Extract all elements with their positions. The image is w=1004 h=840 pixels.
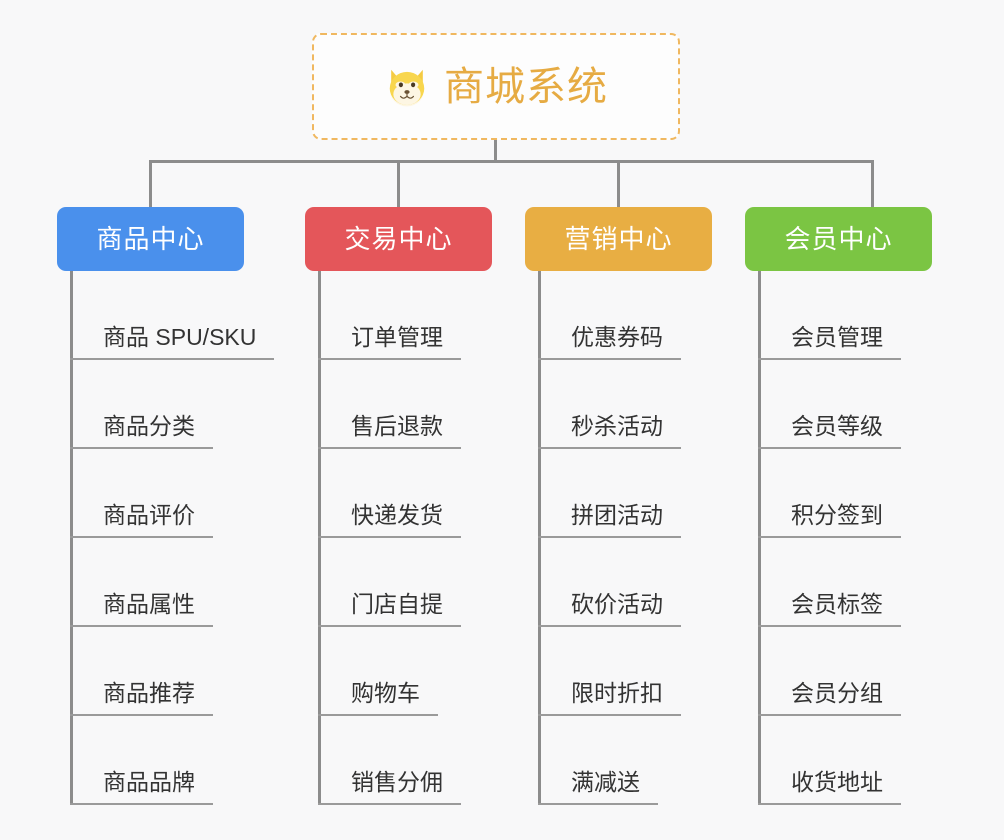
- leaf-label: 商品属性: [103, 591, 195, 618]
- leaf-item[interactable]: 会员管理: [758, 271, 901, 360]
- leaf-label: 会员管理: [791, 324, 883, 351]
- leaf-underline: 商品品牌: [70, 768, 213, 805]
- leaf-item[interactable]: 秒杀活动: [538, 360, 681, 449]
- leaf-underline: 拼团活动: [538, 501, 681, 538]
- leaf-item[interactable]: 会员分组: [758, 627, 901, 716]
- category-column-products: 商品中心 商品 SPU/SKU 商品分类 商品评价 商品属性: [57, 207, 275, 805]
- leaf-item[interactable]: 积分签到: [758, 449, 901, 538]
- leaf-label: 会员分组: [791, 680, 883, 707]
- leaf-label: 订单管理: [351, 324, 443, 351]
- leaf-item[interactable]: 满减送: [538, 716, 658, 805]
- leaf-label: 会员等级: [791, 413, 883, 440]
- category-column-trade: 交易中心 订单管理 售后退款 快递发货 门店自提: [305, 207, 492, 805]
- category-header-member[interactable]: 会员中心: [745, 207, 932, 271]
- connector-drop-2: [397, 160, 400, 207]
- category-label: 会员中心: [784, 224, 893, 254]
- shiba-dog-face-icon: [384, 64, 430, 110]
- leaf-underline: 购物车: [318, 679, 438, 716]
- root-title: 商城系统: [444, 64, 608, 109]
- leaf-item[interactable]: 购物车: [318, 627, 438, 716]
- connector-drop-4: [871, 160, 874, 207]
- connector-drop-1: [149, 160, 152, 207]
- category-label: 营销中心: [564, 224, 673, 254]
- category-header-products[interactable]: 商品中心: [57, 207, 244, 271]
- leaf-label: 收货地址: [791, 769, 883, 796]
- category-label: 商品中心: [96, 224, 205, 254]
- leaf-underline: 会员等级: [758, 412, 901, 449]
- leaf-underline: 商品分类: [70, 412, 213, 449]
- leaf-label: 会员标签: [791, 591, 883, 618]
- leaf-item[interactable]: 砍价活动: [538, 538, 681, 627]
- leaf-underline: 优惠券码: [538, 323, 681, 360]
- leaf-item[interactable]: 商品属性: [70, 538, 213, 627]
- leaf-label: 积分签到: [791, 502, 883, 529]
- leaf-item[interactable]: 商品分类: [70, 360, 213, 449]
- leaf-label: 快递发货: [351, 502, 443, 529]
- category-header-marketing[interactable]: 营销中心: [525, 207, 712, 271]
- leaf-label: 砍价活动: [571, 591, 663, 618]
- leaf-underline: 积分签到: [758, 501, 901, 538]
- leaf-label: 商品品牌: [103, 769, 195, 796]
- leaf-item[interactable]: 订单管理: [318, 271, 461, 360]
- leaf-underline: 销售分佣: [318, 768, 461, 805]
- leaf-underline: 限时折扣: [538, 679, 681, 716]
- category-column-member: 会员中心 会员管理 会员等级 积分签到 会员标签: [745, 207, 932, 805]
- leaf-underline: 订单管理: [318, 323, 461, 360]
- leaf-label: 优惠券码: [571, 324, 663, 351]
- leaf-underline: 会员标签: [758, 590, 901, 627]
- leaf-item[interactable]: 商品评价: [70, 449, 213, 538]
- leaf-item[interactable]: 售后退款: [318, 360, 461, 449]
- leaf-label: 销售分佣: [351, 769, 443, 796]
- leaf-label: 拼团活动: [571, 502, 663, 529]
- category-spine: [538, 271, 541, 805]
- leaf-underline: 商品推荐: [70, 679, 213, 716]
- category-spine: [70, 271, 73, 805]
- leaf-underline: 砍价活动: [538, 590, 681, 627]
- leaf-item[interactable]: 优惠券码: [538, 271, 681, 360]
- leaf-label: 秒杀活动: [571, 413, 663, 440]
- leaf-underline: 快递发货: [318, 501, 461, 538]
- leaf-underline: 收货地址: [758, 768, 901, 805]
- leaf-item[interactable]: 快递发货: [318, 449, 461, 538]
- leaf-item[interactable]: 拼团活动: [538, 449, 681, 538]
- leaf-label: 门店自提: [351, 591, 443, 618]
- leaf-label: 购物车: [351, 680, 420, 707]
- leaf-label: 商品评价: [103, 502, 195, 529]
- leaf-underline: 会员管理: [758, 323, 901, 360]
- category-spine: [758, 271, 761, 805]
- leaf-item[interactable]: 收货地址: [758, 716, 901, 805]
- leaf-underline: 售后退款: [318, 412, 461, 449]
- connector-drop-3: [617, 160, 620, 207]
- connector-root-stem: [494, 140, 497, 163]
- leaf-label: 满减送: [571, 769, 640, 796]
- leaf-label: 商品推荐: [103, 680, 195, 707]
- leaf-label: 售后退款: [351, 413, 443, 440]
- leaf-item[interactable]: 商品推荐: [70, 627, 213, 716]
- leaf-underline: 满减送: [538, 768, 658, 805]
- leaf-item[interactable]: 会员标签: [758, 538, 901, 627]
- leaf-label: 商品分类: [103, 413, 195, 440]
- leaf-item[interactable]: 销售分佣: [318, 716, 461, 805]
- leaf-label: 限时折扣: [571, 680, 663, 707]
- leaf-item[interactable]: 商品 SPU/SKU: [70, 271, 275, 360]
- leaf-underline: 商品评价: [70, 501, 213, 538]
- category-spine: [318, 271, 321, 805]
- category-header-trade[interactable]: 交易中心: [305, 207, 492, 271]
- category-column-marketing: 营销中心 优惠券码 秒杀活动 拼团活动 砍价活动: [525, 207, 712, 805]
- leaf-underline: 秒杀活动: [538, 412, 681, 449]
- leaf-item[interactable]: 门店自提: [318, 538, 461, 627]
- leaf-item[interactable]: 会员等级: [758, 360, 901, 449]
- root-node[interactable]: 商城系统: [312, 33, 680, 140]
- leaf-item[interactable]: 限时折扣: [538, 627, 681, 716]
- leaf-underline: 商品 SPU/SKU: [70, 323, 275, 360]
- leaf-underline: 会员分组: [758, 679, 901, 716]
- category-label: 交易中心: [344, 224, 453, 254]
- connector-bus: [149, 160, 874, 163]
- leaf-underline: 门店自提: [318, 590, 461, 627]
- leaf-label: 商品 SPU/SKU: [103, 324, 257, 351]
- leaf-underline: 商品属性: [70, 590, 213, 627]
- leaf-item[interactable]: 商品品牌: [70, 716, 213, 805]
